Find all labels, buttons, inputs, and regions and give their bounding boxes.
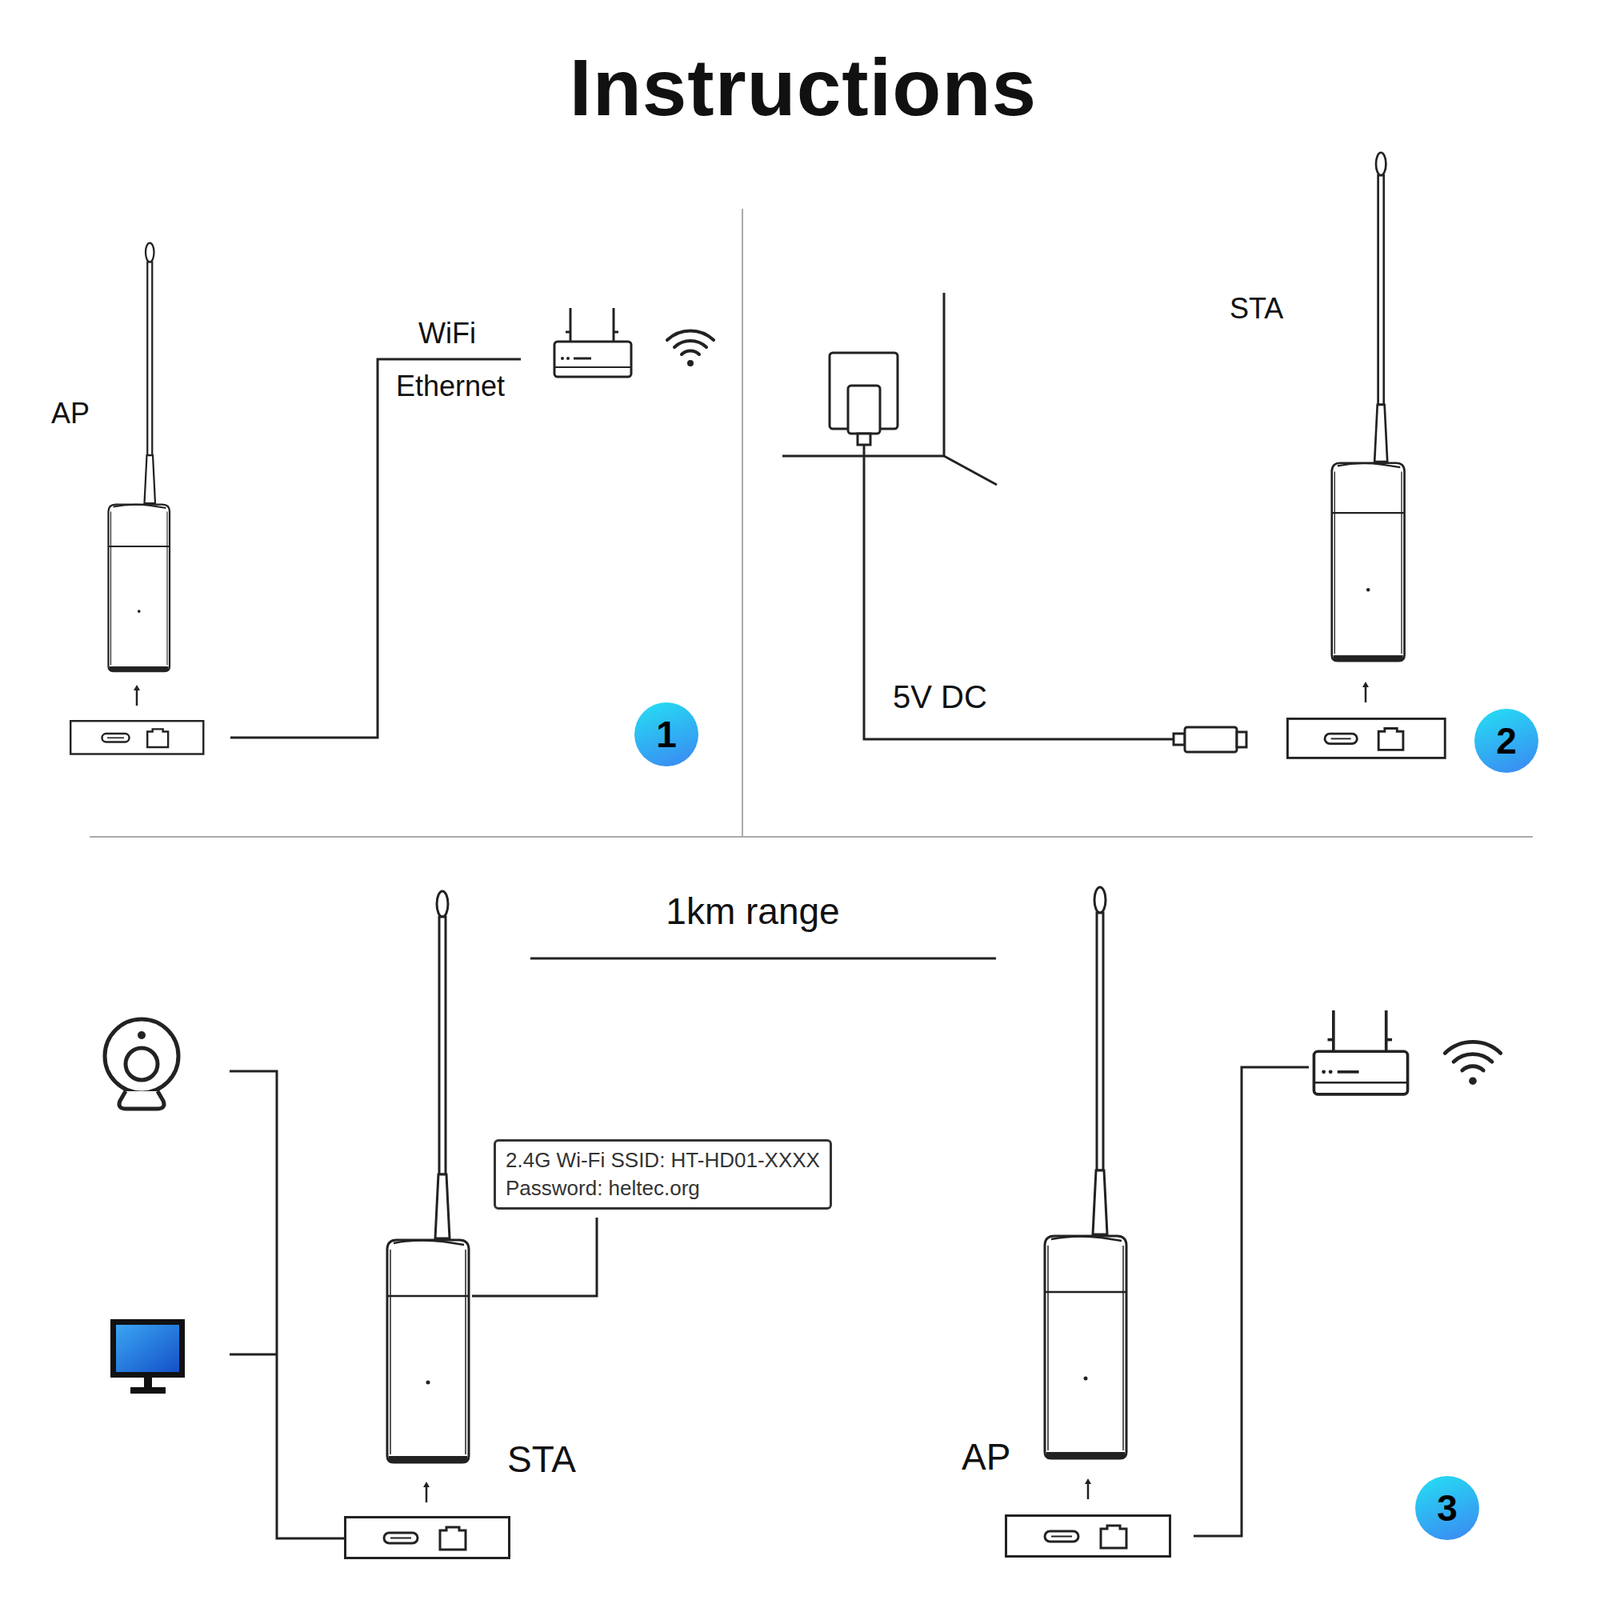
step-number: 1	[634, 702, 699, 767]
port-module	[1006, 1516, 1171, 1557]
callout-number: 1	[656, 712, 677, 756]
power-label: 5V DC	[892, 678, 988, 716]
insert-arrow	[133, 684, 140, 706]
port-module	[70, 720, 204, 754]
wifi-icon	[667, 330, 714, 367]
callout-text: 2.4G Wi-Fi SSID: HT-HD01-XXXX	[505, 1146, 820, 1175]
device-label: STA	[507, 1438, 576, 1481]
ap-device	[108, 243, 171, 672]
device-label: AP	[51, 396, 90, 430]
callout-number: 2	[1496, 719, 1517, 763]
port-module	[1287, 718, 1445, 758]
wall-socket	[782, 292, 997, 485]
range-label: 1km range	[665, 890, 840, 933]
device-label: AP	[961, 1436, 1011, 1479]
step-number: 2	[1474, 708, 1539, 773]
device-label: STA	[1229, 292, 1284, 325]
port-module	[345, 1517, 510, 1559]
wifi-icon	[1444, 1041, 1501, 1085]
leader-line	[472, 1217, 597, 1296]
link-label: WiFi	[418, 316, 476, 350]
router-icon	[1313, 1010, 1408, 1095]
usb-c-plug	[1173, 727, 1247, 752]
lan-cable	[229, 1071, 344, 1539]
callout-number: 3	[1436, 1486, 1458, 1530]
callout-text: Password: heltec.org	[505, 1174, 820, 1203]
sta-device	[1332, 152, 1405, 661]
divider	[741, 208, 744, 837]
page-title: Instructions	[569, 41, 1037, 134]
callout-box: 2.4G Wi-Fi SSID: HT-HD01-XXXXPassword: h…	[493, 1139, 832, 1210]
power-cable	[864, 444, 1174, 740]
step-number: 3	[1415, 1476, 1480, 1540]
insert-arrow	[423, 1481, 430, 1503]
lan-cable	[229, 1353, 277, 1356]
ap-device	[1044, 887, 1127, 1459]
divider	[89, 836, 1533, 838]
insert-arrow	[1084, 1478, 1092, 1500]
ethernet-cable	[1193, 1067, 1309, 1536]
camera-icon	[104, 1019, 179, 1109]
monitor-icon	[110, 1319, 185, 1394]
router-icon	[554, 308, 632, 377]
sta-device	[387, 891, 469, 1463]
ethernet-cable	[230, 359, 521, 738]
insert-arrow	[1362, 681, 1369, 703]
range-line	[530, 957, 996, 960]
link-label: Ethernet	[396, 369, 505, 403]
